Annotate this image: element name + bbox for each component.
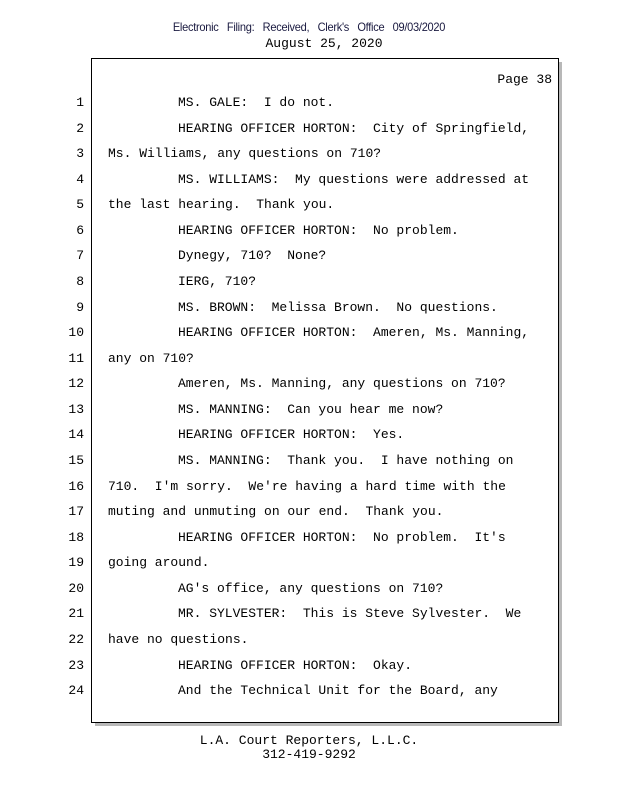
line-number: 8	[76, 273, 84, 289]
transcript-line-text: have no questions.	[108, 631, 249, 647]
footer-phone: 312-419-9292	[262, 747, 356, 762]
line-number: 5	[76, 197, 84, 213]
line-number: 13	[68, 401, 84, 417]
transcript-line-text: HEARING OFFICER HORTON: Yes.	[178, 427, 405, 443]
line-number: 10	[68, 325, 84, 341]
line-number: 4	[76, 171, 84, 187]
line-number: 3	[76, 146, 84, 162]
line-number: 21	[68, 606, 84, 622]
transcript-line-text: HEARING OFFICER HORTON: Ameren, Ms. Mann…	[178, 325, 530, 341]
transcript-line-text: muting and unmuting on our end. Thank yo…	[108, 504, 444, 520]
transcript-page-box: Page 38	[91, 58, 559, 723]
transcript-line-text: Ms. Williams, any questions on 710?	[108, 146, 382, 162]
filing-stamp: Electronic Filing: Received, Clerk's Off…	[172, 20, 446, 34]
transcript-line-text: MS. MANNING: Can you hear me now?	[178, 401, 444, 417]
line-number: 19	[68, 555, 84, 571]
line-number: 12	[68, 376, 84, 392]
transcript-line-text: MS. MANNING: Thank you. I have nothing o…	[178, 452, 514, 468]
line-number: 7	[76, 248, 84, 264]
line-number: 22	[68, 631, 84, 647]
line-number: 18	[68, 529, 84, 545]
transcript-line-text: 710. I'm sorry. We're having a hard time…	[108, 478, 506, 494]
transcript-line-text: HEARING OFFICER HORTON: No problem. It's	[178, 529, 506, 545]
line-number: 2	[76, 120, 84, 136]
line-number: 6	[76, 222, 84, 238]
transcript-line-text: MS. GALE: I do not.	[178, 95, 335, 110]
transcript-line-text: MS. WILLIAMS: My questions were addresse…	[178, 171, 530, 187]
transcript-line-text: MR. SYLVESTER: This is Steve Sylvester. …	[178, 606, 522, 622]
transcript-line-text: AG's office, any questions on 710?	[178, 580, 444, 596]
line-number: 9	[76, 299, 84, 315]
line-number: 16	[68, 478, 84, 494]
transcript-line-text: the last hearing. Thank you.	[108, 197, 335, 213]
transcript-line-text: Ameren, Ms. Manning, any questions on 71…	[178, 376, 506, 392]
transcript-line-text: Dynegy, 710? None?	[178, 248, 327, 264]
transcript-line-text: IERG, 710?	[178, 273, 257, 289]
transcript-line-text: HEARING OFFICER HORTON: City of Springfi…	[178, 120, 530, 136]
page-number: Page 38	[497, 72, 552, 87]
transcript-line-text: going around.	[108, 555, 210, 571]
line-number: 1	[76, 95, 84, 110]
line-number: 17	[68, 504, 84, 520]
transcript-line-text: HEARING OFFICER HORTON: Okay.	[178, 657, 413, 673]
line-number: 24	[68, 683, 84, 699]
transcript-line-text: any on 710?	[108, 350, 194, 366]
line-number: 15	[68, 452, 84, 468]
footer-company: L.A. Court Reporters, L.L.C.	[199, 733, 419, 748]
line-number: 14	[68, 427, 84, 443]
line-number: 20	[68, 580, 84, 596]
line-number: 23	[68, 657, 84, 673]
transcript-line-text: MS. BROWN: Melissa Brown. No questions.	[178, 299, 498, 315]
transcript-line-text: And the Technical Unit for the Board, an…	[178, 683, 498, 699]
transcript-line-text: HEARING OFFICER HORTON: No problem.	[178, 222, 459, 238]
line-number: 11	[68, 350, 84, 366]
transcript-date: August 25, 2020	[265, 36, 383, 51]
